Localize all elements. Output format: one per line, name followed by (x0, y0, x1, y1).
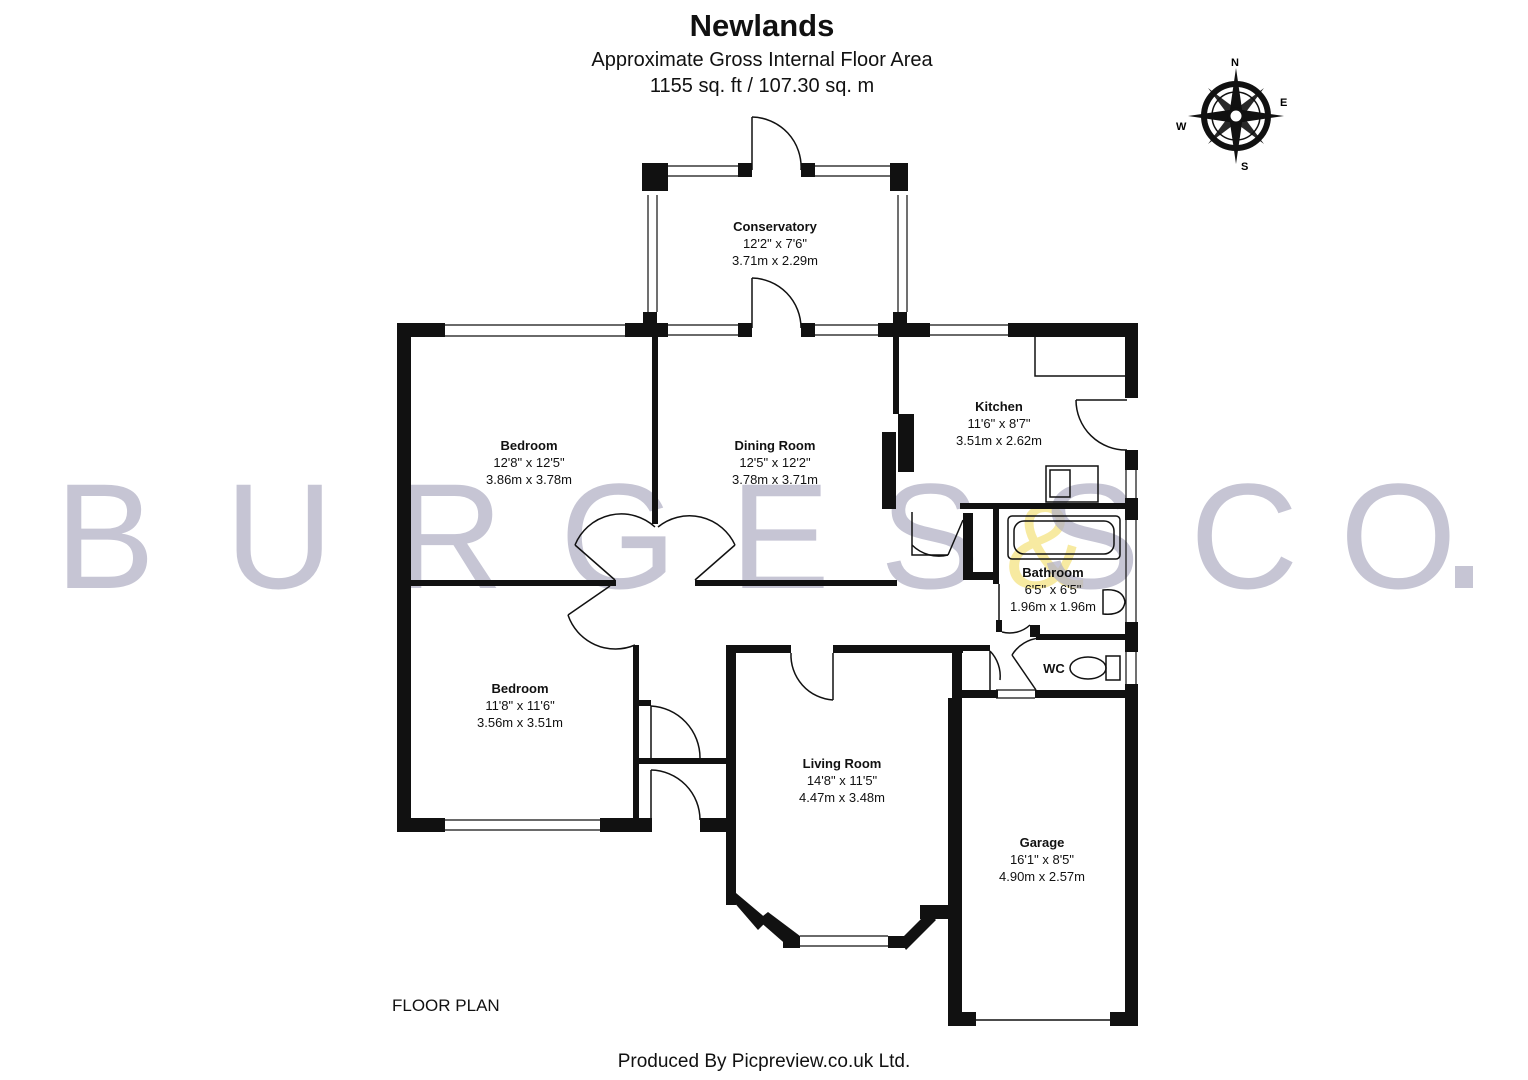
room-bedroom-1: Bedroom 12'8" x 12'5" 3.86m x 3.78m (486, 437, 572, 488)
room-living-room: Living Room 14'8" x 11'5" 4.47m x 3.48m (799, 755, 885, 806)
room-bathroom: Bathroom 6'5" x 6'5" 1.96m x 1.96m (1010, 564, 1096, 615)
room-size-imperial: 12'8" x 12'5" (493, 455, 565, 470)
room-name: Garage (1019, 835, 1065, 850)
plan-subtitle: Approximate Gross Internal Floor Area (591, 49, 933, 71)
producer-credit: Produced By Picpreview.co.uk Ltd. (617, 1051, 911, 1072)
svg-text:G: G (560, 452, 677, 620)
compass-s: S (1241, 161, 1248, 173)
room-size-metric: 4.47m x 3.48m (799, 790, 885, 805)
walls (397, 163, 1138, 1026)
floor-plan-label: FLOOR PLAN (392, 996, 500, 1015)
windows (445, 165, 1137, 947)
room-name: WC (1043, 661, 1065, 676)
room-name: Bedroom (491, 681, 549, 696)
svg-text:U: U (225, 452, 333, 620)
room-name: Living Room (802, 756, 882, 771)
compass-rose-icon: N E S W (1176, 57, 1287, 173)
compass-n: N (1231, 57, 1239, 69)
room-name: Kitchen (975, 399, 1023, 414)
room-size-metric: 3.51m x 2.62m (956, 433, 1042, 448)
svg-text:E: E (730, 452, 830, 620)
svg-text:O: O (1340, 452, 1457, 620)
room-size-imperial: 11'6" x 8'7" (967, 416, 1031, 431)
room-name: Dining Room (734, 438, 816, 453)
compass-e: E (1280, 97, 1287, 109)
room-size-imperial: 16'1" x 8'5" (1009, 852, 1075, 867)
thin-lines (911, 334, 1127, 1021)
room-size-metric: 3.86m x 3.78m (486, 472, 572, 487)
doors (567, 116, 1128, 821)
room-garage: Garage 16'1" x 8'5" 4.90m x 2.57m (999, 834, 1085, 885)
floor-area: 1155 sq. ft / 107.30 sq. m (649, 75, 875, 97)
room-name: Conservatory (733, 219, 817, 234)
room-size-metric: 1.96m x 1.96m (1010, 599, 1096, 614)
room-wc: WC (1043, 660, 1065, 677)
room-size-imperial: 11'8" x 11'6" (485, 698, 555, 713)
room-size-metric: 3.78m x 3.71m (732, 472, 818, 487)
room-bedroom-2: Bedroom 11'8" x 11'6" 3.56m x 3.51m (477, 680, 563, 731)
room-dining-room: Dining Room 12'5" x 12'2" 3.78m x 3.71m (732, 437, 818, 488)
compass-w: W (1176, 121, 1187, 133)
room-size-imperial: 12'5" x 12'2" (739, 455, 811, 470)
room-size-metric: 3.56m x 3.51m (477, 715, 563, 730)
room-size-imperial: 6'5" x 6'5" (1024, 582, 1082, 597)
room-name: Bathroom (1022, 565, 1084, 580)
svg-text:S: S (1040, 452, 1140, 620)
room-size-imperial: 14'8" x 11'5" (806, 773, 878, 788)
plan-title: Newlands (689, 8, 835, 43)
svg-text:R: R (395, 452, 503, 620)
room-size-metric: 4.90m x 2.57m (999, 869, 1085, 884)
room-conservatory: Conservatory 12'2" x 7'6" 3.71m x 2.29m (732, 218, 818, 269)
svg-text:B: B (55, 452, 155, 620)
room-size-imperial: 12'2" x 7'6" (742, 236, 808, 251)
room-name: Bedroom (500, 438, 558, 453)
svg-text:C: C (1190, 452, 1298, 620)
room-kitchen: Kitchen 11'6" x 8'7" 3.51m x 2.62m (956, 398, 1042, 449)
room-size-metric: 3.71m x 2.29m (732, 253, 818, 268)
